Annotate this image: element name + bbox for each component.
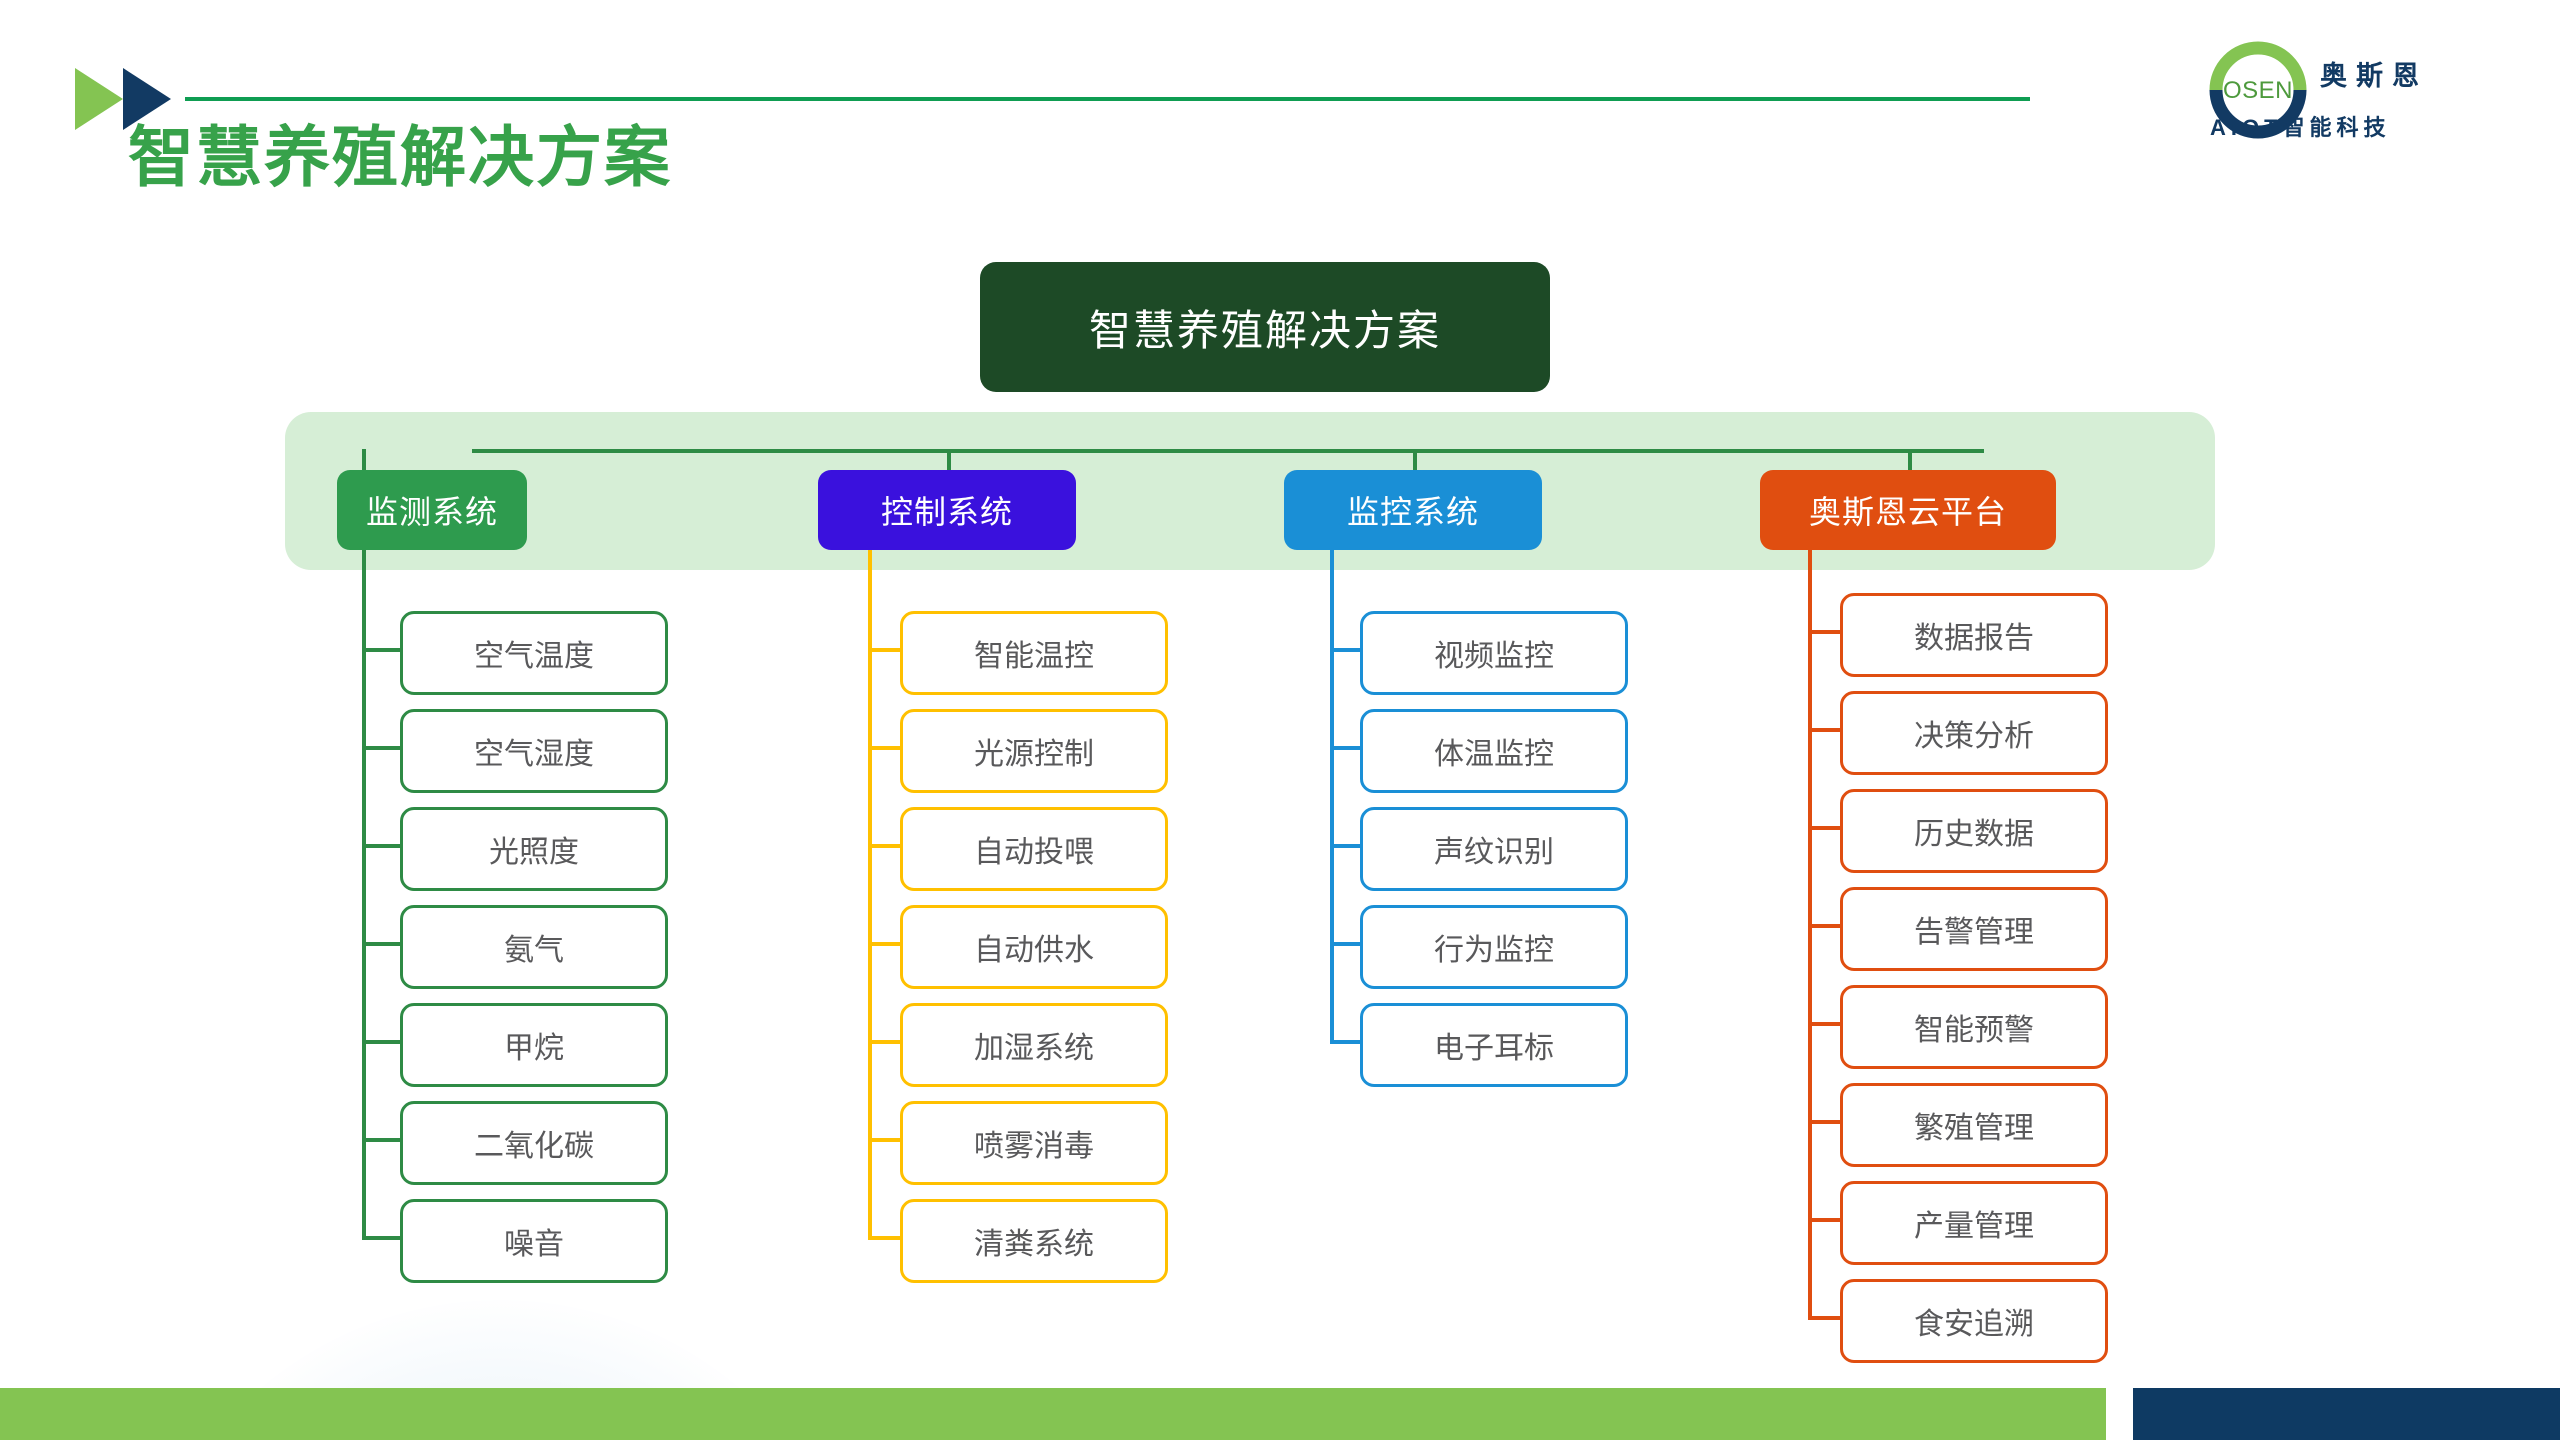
bus-drop-monitoring [362,449,366,471]
leaf-node[interactable]: 电子耳标 [1360,1003,1628,1087]
connector-stub [362,648,400,652]
connector-stub [1808,630,1840,634]
leaf-node[interactable]: 加湿系统 [900,1003,1168,1087]
leaf-node[interactable]: 自动供水 [900,905,1168,989]
connector-stub [868,746,900,750]
connector-stub [362,1040,400,1044]
leaf-node[interactable]: 清粪系统 [900,1199,1168,1283]
leaf-node[interactable]: 行为监控 [1360,905,1628,989]
connector-stub [1808,728,1840,732]
double-chevron-right-icon [75,68,171,130]
bus-drop-cloud [1908,449,1912,471]
leaf-node[interactable]: 产量管理 [1840,1181,2108,1265]
leaf-node[interactable]: 智能温控 [900,611,1168,695]
trunk-line-control [868,550,872,1238]
trunk-line-monitoring [362,550,366,1238]
leaf-node[interactable]: 自动投喂 [900,807,1168,891]
leaf-node[interactable]: 氨气 [400,905,668,989]
connector-stub [1808,1120,1840,1124]
connector-stub [1808,1218,1840,1222]
bus-drop-surveillance [1413,449,1417,471]
leaf-node[interactable]: 声纹识别 [1360,807,1628,891]
connector-stub [868,648,900,652]
leaf-node[interactable]: 体温监控 [1360,709,1628,793]
connector-stub [1330,942,1360,946]
leaf-node[interactable]: 光源控制 [900,709,1168,793]
trunk-line-cloud [1808,550,1812,1318]
leaf-node[interactable]: 喷雾消毒 [900,1101,1168,1185]
connector-stub [1808,826,1840,830]
brand-tagline: AIOT智能科技 [2210,115,2391,140]
connector-stub [1808,1316,1840,1320]
footer-bar-navy [2133,1388,2560,1440]
category-header-monitoring[interactable]: 监测系统 [337,470,527,550]
bus-drop-control [947,449,951,471]
level1-bus-line [472,449,1984,453]
trunk-line-surveillance [1330,550,1334,1042]
connector-stub [362,746,400,750]
leaf-node[interactable]: 数据报告 [1840,593,2108,677]
leaf-node[interactable]: 二氧化碳 [400,1101,668,1185]
connector-stub [1808,1022,1840,1026]
leaf-node[interactable]: 噪音 [400,1199,668,1283]
leaf-node[interactable]: 视频监控 [1360,611,1628,695]
leaf-node[interactable]: 告警管理 [1840,887,2108,971]
category-header-surveillance[interactable]: 监控系统 [1284,470,1542,550]
connector-stub [1808,924,1840,928]
osen-wordmark: OSEN [2223,77,2293,104]
category-header-cloud[interactable]: 奥斯恩云平台 [1760,470,2056,550]
leaf-node[interactable]: 决策分析 [1840,691,2108,775]
brand-logo: OSEN 奥斯恩 AIOT智能科技 [2208,38,2468,148]
osen-ring-icon: OSEN [2209,41,2307,139]
connector-stub [1330,746,1360,750]
connector-stub [868,844,900,848]
leaf-node[interactable]: 智能预警 [1840,985,2108,1069]
leaf-node[interactable]: 空气温度 [400,611,668,695]
connector-stub [868,942,900,946]
connector-stub [868,1236,900,1240]
connector-stub [1330,844,1360,848]
footer-bar-green [0,1388,2106,1440]
leaf-node[interactable]: 光照度 [400,807,668,891]
leaf-node[interactable]: 空气湿度 [400,709,668,793]
title-divider [185,97,2030,101]
connector-stub [868,1138,900,1142]
connector-stub [362,1138,400,1142]
category-header-control[interactable]: 控制系统 [818,470,1076,550]
connector-stub [1330,648,1360,652]
connector-stub [868,1040,900,1044]
connector-stub [362,844,400,848]
brand-name-cn: 奥斯恩 [2320,61,2428,91]
connector-stub [362,942,400,946]
leaf-node[interactable]: 历史数据 [1840,789,2108,873]
connector-stub [362,1236,400,1240]
page-title: 智慧养殖解决方案 [128,120,672,194]
leaf-node[interactable]: 甲烷 [400,1003,668,1087]
root-node[interactable]: 智慧养殖解决方案 [980,262,1550,392]
leaf-node[interactable]: 繁殖管理 [1840,1083,2108,1167]
leaf-node[interactable]: 食安追溯 [1840,1279,2108,1363]
connector-stub [1330,1040,1360,1044]
